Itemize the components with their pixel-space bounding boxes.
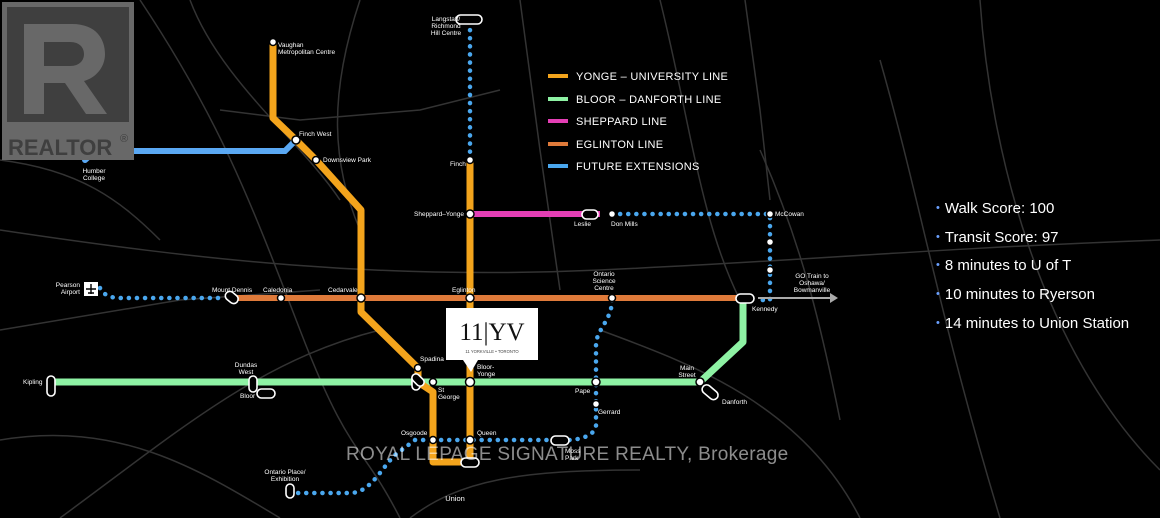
future-extensions [97,19,773,496]
station-sheppard-yonge: Sheppard–Yonge [414,211,464,218]
station-queen: Queen [477,430,497,437]
bullet-icon: • [936,316,940,329]
station-finch: Finch [450,161,466,168]
bullet-icon: • [936,259,940,272]
building-logo: 11|YV 11 YORKVILLE • TORONTO [446,308,538,372]
legend-swatch-sheppard [548,119,568,123]
station-mccowan: McCowan [775,211,804,218]
station-pape: Pape [575,388,591,395]
station-downsview: Downsview Park [323,157,372,164]
airplane-icon [84,282,98,296]
watermark: ROYAL LEPAGE SIGNATURE REALTY, Brokerage [346,444,789,465]
station-leslie: Leslie [574,221,591,228]
legend-swatch-yonge [548,74,568,78]
station-gerrard: Gerrard [598,409,621,416]
legend-swatch-eglinton [548,142,568,146]
stat-ryerson: •10 minutes to Ryerson [936,286,1095,304]
stat-transit-score: •Transit Score: 97 [936,228,1059,246]
legend-label-yonge: YONGE – UNIVERSITY LINE [576,71,728,83]
legend-swatch-bloor [548,97,568,101]
bullet-icon: • [936,202,940,214]
logo-sub: 11 YORKVILLE • TORONTO [465,349,519,354]
legend: YONGE – UNIVERSITY LINE BLOOR – DANFORTH… [548,71,728,173]
station-finch-west: Finch West [299,131,332,138]
station-markers [268,37,775,445]
station-bloor-yonge: Bloor-Yonge [477,364,496,378]
station-cedarvale: Cedarvale [328,287,358,294]
interchange-pills [46,14,755,499]
station-kipling: Kipling [23,379,43,386]
stats-list: •Walk Score: 100 •Transit Score: 97 •8 m… [936,198,1129,341]
legend-label-future: FUTURE EXTENSIONS [576,161,700,173]
legend-swatch-future [548,164,568,168]
station-don-mills: Don Mills [611,221,638,228]
stat-uoft: •8 minutes to U of T [936,257,1072,275]
station-ontario-place: Ontario Place/Exhibition [264,469,305,483]
legend-label-sheppard: SHEPPARD LINE [576,116,667,128]
go-train-arrow [758,293,838,303]
legend-label-bloor: BLOOR – DANFORTH LINE [576,94,721,106]
station-danforth: Danforth [722,399,747,406]
station-eglinton: Eglinton [452,287,476,294]
realtor-label: REALTOR [8,135,112,160]
station-osgoode: Osgoode [401,430,428,437]
bullet-icon: • [936,288,940,301]
station-caledonia: Caledonia [263,287,293,294]
station-mount-dennis: Mount Dennis [212,287,253,294]
stat-union: •14 minutes to Union Station [936,314,1130,332]
realtor-logo: REALTOR ® [2,2,134,160]
bloor-danforth-line [52,300,747,386]
logo-main: 11|YV [459,319,524,346]
realtor-mark: ® [120,133,128,145]
station-union: Union [445,494,465,503]
station-bloor: Bloor [240,393,256,400]
bullet-icon: • [936,230,940,243]
station-spadina: Spadina [420,356,444,363]
legend-label-eglinton: EGLINTON LINE [576,139,663,151]
yonge-university-line [269,42,474,466]
stat-walk-score: •Walk Score: 100 [936,200,1055,217]
station-kennedy: Kennedy [752,306,778,313]
